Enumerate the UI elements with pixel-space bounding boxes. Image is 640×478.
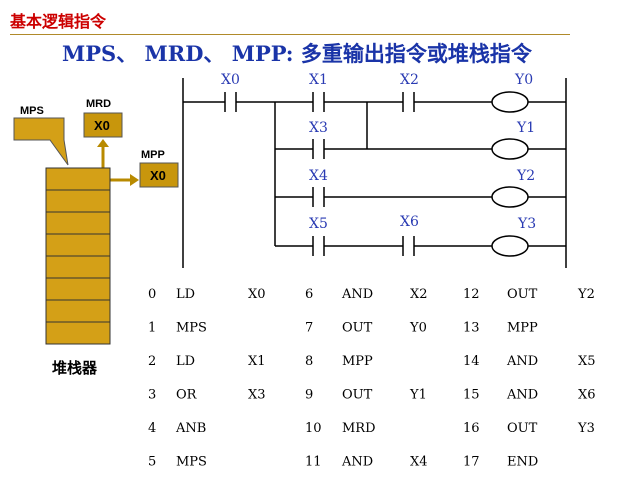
stack-caption: 堆栈器 [52,359,98,377]
instruction-arg: X4 [410,455,428,470]
instruction-num: 1 [148,321,156,336]
instruction-op: OUT [342,321,373,336]
instruction-op: END [507,455,538,470]
contact-label-x2: X2 [400,72,419,88]
instruction-num: 4 [148,421,156,436]
contact-label-x4: X4 [309,168,328,184]
instruction-op: MRD [342,421,376,436]
contact-label-x6: X6 [400,214,419,230]
instruction-arg: Y2 [577,287,595,302]
instruction-num: 5 [148,455,156,470]
contact-label-x1: X1 [309,72,328,88]
instruction-num: 7 [305,321,313,336]
instruction-num: 13 [463,321,480,336]
rung-1 [183,91,566,113]
instruction-op: OUT [342,388,373,403]
stack-cells [45,167,111,345]
mrd-value: X0 [94,118,110,133]
instruction-arg: X0 [248,287,266,302]
instruction-op: MPS [176,321,207,336]
instruction-op: LD [176,287,195,302]
instruction-op: OUT [507,421,538,436]
rung-3 [275,186,566,208]
instruction-op: MPP [342,354,373,369]
instruction-op: OR [176,388,198,403]
instruction-num: 8 [305,354,313,369]
contact-label-x0: X0 [221,72,240,88]
rung-4 [275,235,566,257]
instruction-arg: Y0 [409,321,427,336]
page-title: MPS、 MRD、 MPP: 多重输出指令或堆栈指令 [62,41,532,66]
instruction-arg: Y3 [577,421,595,436]
instruction-num: 9 [305,388,313,403]
contact-label-x3: X3 [309,120,328,136]
instruction-op: AND [506,388,538,403]
mps-label: MPS [20,105,44,117]
mps-callout [13,117,69,166]
instruction-num: 0 [148,287,156,302]
instruction-num: 6 [305,287,313,302]
coil-label-y1: Y1 [516,120,535,136]
instruction-arg: Y1 [409,388,427,403]
instruction-arg: X6 [578,388,596,403]
instruction-num: 15 [463,388,480,403]
instruction-op: OUT [507,287,538,302]
mpp-box [139,162,179,188]
instruction-op: AND [506,354,538,369]
instruction-num: 12 [463,287,480,302]
instruction-arg: X5 [578,354,596,369]
instruction-num: 17 [463,455,480,470]
coil-label-y3: Y3 [517,216,536,232]
instruction-op: MPP [507,321,538,336]
instruction-num: 14 [463,354,480,369]
instruction-num: 2 [148,354,156,369]
header-divider [10,34,570,35]
instruction-arg: X1 [248,354,266,369]
instruction-arg: X2 [410,287,428,302]
coil-label-y2: Y2 [516,168,535,184]
mpp-label: MPP [141,149,165,161]
instruction-num: 10 [305,421,322,436]
instruction-arg: X3 [248,388,266,403]
rung-2 [274,102,566,246]
instruction-op: ANB [175,421,206,436]
category-title: 基本逻辑指令 [10,12,107,31]
instruction-op: AND [341,287,373,302]
instruction-op: AND [341,455,373,470]
mrd-box [83,112,123,138]
mpp-arrowhead [130,174,139,186]
instruction-op: MPS [176,455,207,470]
mrd-arrowhead [97,139,109,147]
instruction-num: 16 [463,421,480,436]
mpp-value: X0 [150,168,166,183]
instruction-num: 3 [148,388,156,403]
coil-label-y0: Y0 [514,72,533,88]
instruction-op: LD [176,354,195,369]
stack-diagram: MPS MRD X0 MPP X0 堆栈器 [13,98,179,377]
instruction-num: 11 [305,455,322,470]
mrd-label: MRD [86,98,111,110]
contact-label-x5: X5 [309,216,328,232]
